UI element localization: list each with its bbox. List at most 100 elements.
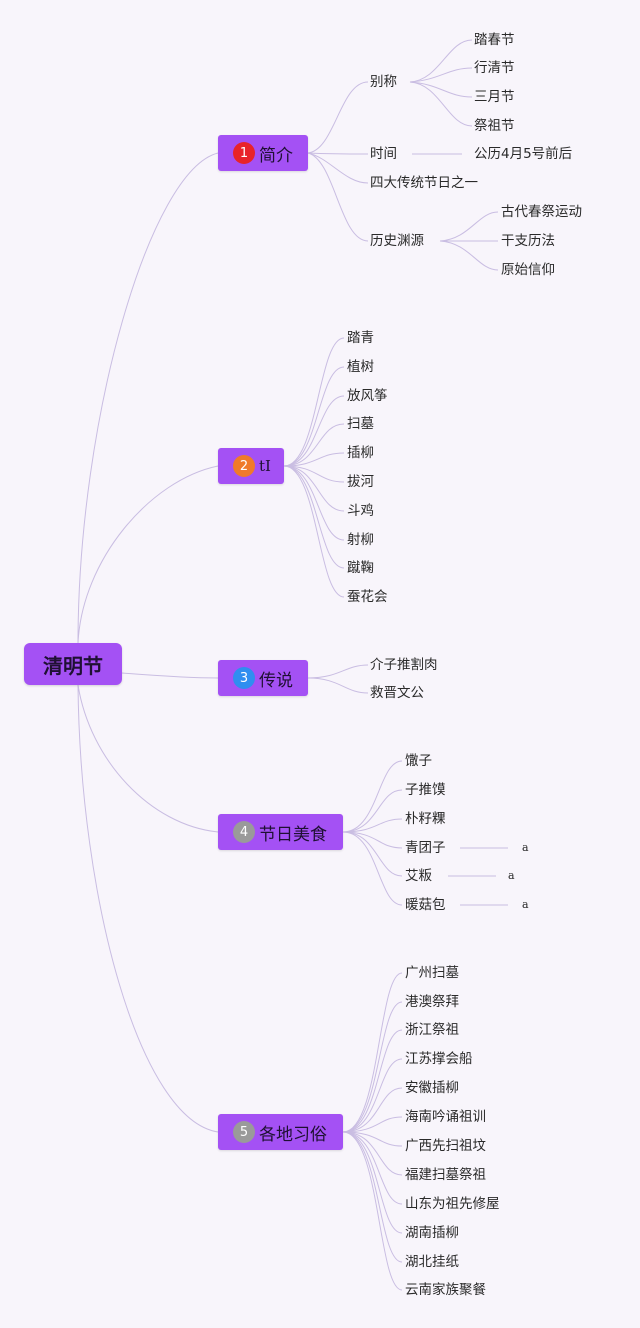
edge-cus-9	[342, 1131, 403, 1205]
alias-item[interactable]: 三月节	[474, 89, 515, 105]
food-item[interactable]: 艾粄	[405, 868, 432, 884]
custom-item[interactable]: 江苏撑会船	[405, 1051, 473, 1067]
food-note[interactable]: a	[522, 898, 529, 911]
food-item[interactable]: 暖菇包	[405, 897, 446, 913]
alias-item[interactable]: 祭祖节	[474, 118, 515, 134]
activity-item[interactable]: 扫墓	[347, 416, 374, 432]
food-item[interactable]: 朴籽粿	[405, 811, 446, 827]
branch-food-label: 节日美食	[259, 824, 327, 845]
intro-origin[interactable]: 历史渊源	[370, 233, 424, 249]
branch-legend-label: 传说	[259, 670, 293, 691]
custom-item[interactable]: 福建扫墓祭祖	[405, 1167, 486, 1183]
branch-intro-label: 简介	[259, 145, 293, 166]
activity-item[interactable]: 蚕花会	[347, 589, 388, 605]
food-item[interactable]: 子推馍	[405, 782, 446, 798]
food-note[interactable]: a	[508, 869, 515, 882]
origin-item[interactable]: 原始信仰	[501, 262, 555, 278]
custom-item[interactable]: 广西先扫祖坟	[405, 1138, 486, 1154]
edge-intro-time	[307, 152, 369, 155]
edge-act-3	[283, 395, 345, 467]
edge-cus-5	[342, 1087, 403, 1133]
origin-item[interactable]: 干支历法	[501, 233, 555, 249]
edge-act-2	[283, 366, 345, 467]
number-badge-icon: 3	[233, 667, 255, 689]
custom-item[interactable]: 山东为祖先修屋	[405, 1196, 500, 1212]
custom-item[interactable]: 云南家族聚餐	[405, 1282, 486, 1298]
edge-cus-11	[342, 1131, 403, 1263]
edge-root-activities	[77, 465, 219, 644]
number-badge-icon: 5	[233, 1121, 255, 1143]
intro-four-festivals[interactable]: 四大传统节日之一	[370, 175, 478, 191]
alias-item[interactable]: 踏春节	[474, 32, 515, 48]
edge-root-legend	[121, 672, 219, 679]
food-item[interactable]: 青团子	[405, 840, 446, 856]
edge-act-4	[283, 423, 345, 467]
custom-item[interactable]: 湖南插柳	[405, 1225, 459, 1241]
branch-intro[interactable]: 1 简介	[218, 135, 308, 171]
edge-alias-4	[409, 81, 473, 127]
edge-act-10	[283, 465, 345, 598]
branch-customs[interactable]: 5 各地习俗	[218, 1114, 343, 1150]
root-node[interactable]: 清明节	[24, 643, 122, 685]
origin-item[interactable]: 古代春祭运动	[501, 204, 582, 220]
edge-intro-alias	[307, 81, 369, 154]
edge-food-5	[342, 831, 403, 877]
edge-food-3	[342, 818, 403, 833]
edge-legend-2	[307, 677, 369, 694]
edge-cus-3	[342, 1029, 403, 1133]
edge-alias-3	[409, 81, 473, 98]
number-badge-icon: 1	[233, 142, 255, 164]
custom-item[interactable]: 广州扫墓	[405, 965, 459, 981]
edge-act-8	[283, 465, 345, 541]
activity-item[interactable]: 拔河	[347, 474, 374, 490]
edge-legend-1	[307, 664, 369, 679]
activity-item[interactable]: 踏青	[347, 330, 374, 346]
edge-act-6	[283, 465, 345, 483]
branch-activities-label: tI	[259, 457, 271, 475]
edge-cus-8	[342, 1131, 403, 1176]
edge-cus-7	[342, 1131, 403, 1147]
activity-item[interactable]: 斗鸡	[347, 503, 374, 519]
custom-item[interactable]: 海南吟诵祖训	[405, 1109, 486, 1125]
edge-origin-3	[439, 240, 499, 271]
activity-item[interactable]: 植树	[347, 359, 374, 375]
branch-activities[interactable]: 2 tI	[218, 448, 284, 484]
branch-food[interactable]: 4 节日美食	[218, 814, 343, 850]
activity-item[interactable]: 射柳	[347, 532, 374, 548]
edge-food-1	[342, 760, 403, 833]
custom-item[interactable]: 港澳祭拜	[405, 994, 459, 1010]
edge-food-6	[342, 831, 403, 906]
activity-item[interactable]: 蹴鞠	[347, 560, 374, 576]
edge-act-7	[283, 465, 345, 512]
activity-item[interactable]: 插柳	[347, 445, 374, 461]
food-note[interactable]: a	[522, 841, 529, 854]
edge-cus-1	[342, 972, 403, 1133]
custom-item[interactable]: 浙江祭祖	[405, 1022, 459, 1038]
food-item[interactable]: 馓子	[405, 753, 432, 769]
edge-food-4	[342, 831, 403, 849]
branch-customs-label: 各地习俗	[259, 1124, 327, 1145]
edge-root-intro	[77, 152, 219, 644]
edge-act-5	[283, 452, 345, 467]
edge-intro-origin	[307, 152, 369, 242]
number-badge-icon: 4	[233, 821, 255, 843]
activity-item[interactable]: 放风筝	[347, 388, 388, 404]
custom-item[interactable]: 湖北挂纸	[405, 1254, 459, 1270]
edge-root-customs	[77, 684, 219, 1133]
alias-item[interactable]: 行清节	[474, 60, 515, 76]
legend-item[interactable]: 介子推割肉	[370, 657, 438, 673]
edge-origin-1	[439, 211, 499, 242]
edge-cus-4	[342, 1058, 403, 1133]
edge-alias-2	[409, 67, 473, 83]
intro-alias[interactable]: 别称	[370, 74, 397, 90]
edge-alias-1	[409, 39, 473, 83]
branch-legend[interactable]: 3 传说	[218, 660, 308, 696]
edge-food-2	[342, 789, 403, 833]
intro-time[interactable]: 时间	[370, 146, 397, 162]
legend-item[interactable]: 救晋文公	[370, 685, 424, 701]
custom-item[interactable]: 安徽插柳	[405, 1080, 459, 1096]
number-badge-icon: 2	[233, 455, 255, 477]
edge-cus-2	[342, 1001, 403, 1133]
time-value[interactable]: 公历4月5号前后	[474, 146, 573, 162]
